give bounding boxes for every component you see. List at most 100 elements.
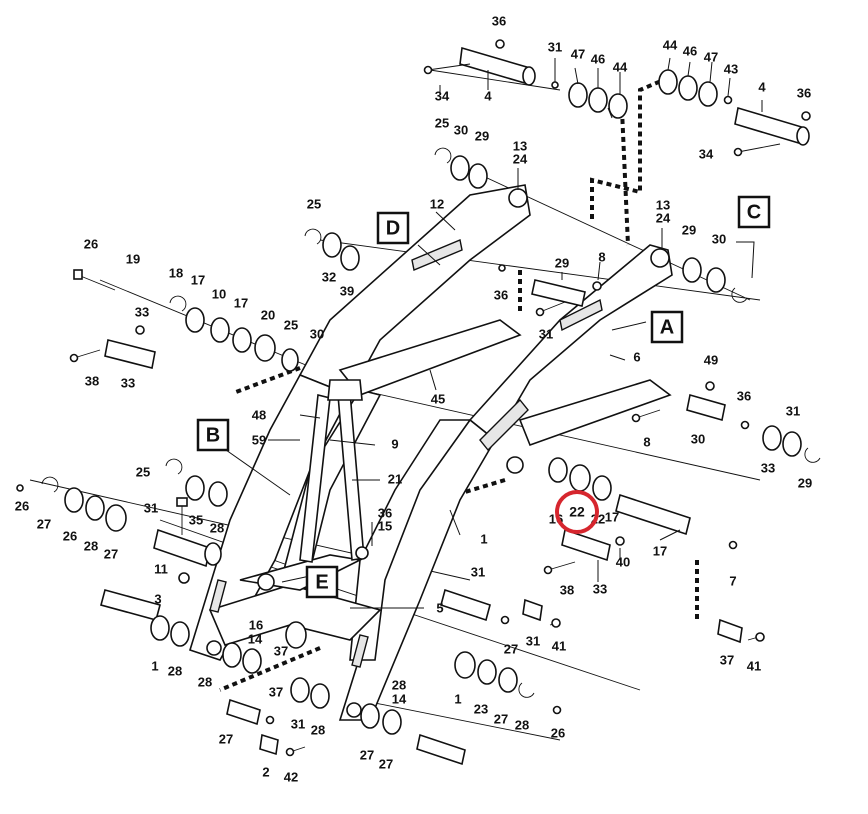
part-label: 20	[261, 307, 275, 322]
part-label: 39	[340, 283, 354, 298]
part-label: 7	[729, 573, 736, 588]
part-label: 1	[480, 531, 487, 546]
part-label: 25	[284, 317, 298, 332]
part-label: 26	[63, 528, 77, 543]
part-label: 30	[691, 431, 705, 446]
part-label: 30	[310, 326, 324, 341]
part-label: 45	[431, 391, 445, 406]
part-label: 27	[360, 747, 374, 762]
part-label: 25	[435, 115, 449, 130]
part-label: 36	[737, 388, 751, 403]
callout-a-label: A	[660, 316, 674, 338]
part-label: 41	[552, 638, 566, 653]
part-label: 29	[798, 475, 812, 490]
part-label: 35	[189, 512, 203, 527]
part-label: 13	[513, 138, 527, 153]
part-label: 42	[284, 769, 298, 784]
part-label: 33	[121, 375, 135, 390]
part-label: 27	[504, 641, 518, 656]
part-label: 33	[761, 460, 775, 475]
part-label: 59	[252, 432, 266, 447]
part-label: 17	[653, 543, 667, 558]
part-labels: 36 31 47 46 44 44 46 47 43 4 36 34 4 34 …	[15, 13, 812, 784]
part-label: 32	[322, 269, 336, 284]
part-label: 27	[494, 711, 508, 726]
part-label: 11	[154, 561, 168, 576]
part-label: 27	[219, 731, 233, 746]
part-label: 36	[378, 505, 392, 520]
clips	[41, 147, 821, 698]
part-label: 47	[571, 46, 585, 61]
callout-e-label: E	[315, 571, 328, 593]
part-label: 37	[269, 684, 283, 699]
part-label: 40	[616, 554, 630, 569]
part-label: 46	[591, 51, 605, 66]
part-label: 37	[720, 652, 734, 667]
pins	[100, 46, 810, 766]
part-label: 29	[475, 128, 489, 143]
part-label: 27	[37, 516, 51, 531]
part-label: 24	[513, 151, 528, 166]
part-label: 49	[704, 352, 718, 367]
part-label: 15	[378, 518, 392, 533]
part-label: 36	[494, 287, 508, 302]
part-label: 1	[454, 691, 461, 706]
part-label: 26	[15, 498, 29, 513]
assembly-dashes	[219, 76, 699, 692]
part-label: 10	[212, 286, 226, 301]
part-label: 29	[555, 255, 569, 270]
part-label: 12	[430, 196, 444, 211]
part-label: 28	[311, 722, 325, 737]
part-label: 31	[291, 716, 305, 731]
part-label: 14	[392, 691, 407, 706]
callout-c: C	[737, 195, 771, 229]
part-label: 17	[234, 295, 248, 310]
part-label: 28	[198, 674, 212, 689]
leader-lines	[225, 57, 763, 609]
callout-d: D	[376, 211, 410, 245]
part-label: 17	[191, 272, 205, 287]
part-label: 14	[248, 631, 263, 646]
part-label: 30	[712, 231, 726, 246]
part-label: 4	[758, 79, 766, 94]
part-label: 6	[633, 349, 640, 364]
part-label: 27	[379, 756, 393, 771]
part-label: 8	[643, 434, 650, 449]
part-label: 34	[699, 146, 714, 161]
part-label: 2	[262, 764, 269, 779]
part-label: 27	[104, 546, 118, 561]
part-label: 25	[136, 464, 150, 479]
part-label: 31	[144, 500, 158, 515]
part-label: 23	[474, 701, 488, 716]
highlight-circle	[555, 490, 599, 534]
part-label: 24	[656, 210, 671, 225]
part-label: 36	[797, 85, 811, 100]
part-label: 28	[392, 677, 406, 692]
part-label: 17	[605, 509, 619, 524]
part-label: 16	[249, 617, 263, 632]
part-label: 13	[656, 197, 670, 212]
part-label: 33	[135, 304, 149, 319]
part-label: 31	[539, 326, 553, 341]
part-label: 31	[548, 39, 562, 54]
part-label: 28	[168, 663, 182, 678]
part-label: 21	[388, 471, 402, 486]
bolts	[16, 39, 811, 757]
part-label: 37	[274, 643, 288, 658]
part-label: 30	[454, 122, 468, 137]
part-label: 25	[307, 196, 321, 211]
callout-b: B	[196, 418, 230, 452]
part-label: 28	[210, 520, 224, 535]
part-label: 18	[169, 265, 183, 280]
part-label: 19	[126, 251, 140, 266]
part-label: 26	[551, 725, 565, 740]
part-label: 3	[154, 591, 161, 606]
part-label: 28	[515, 717, 529, 732]
part-label: 43	[724, 61, 738, 76]
part-label: 33	[593, 581, 607, 596]
part-label: 31	[526, 633, 540, 648]
loader-frame	[189, 184, 673, 721]
part-label: 41	[747, 658, 761, 673]
part-label: 29	[682, 222, 696, 237]
